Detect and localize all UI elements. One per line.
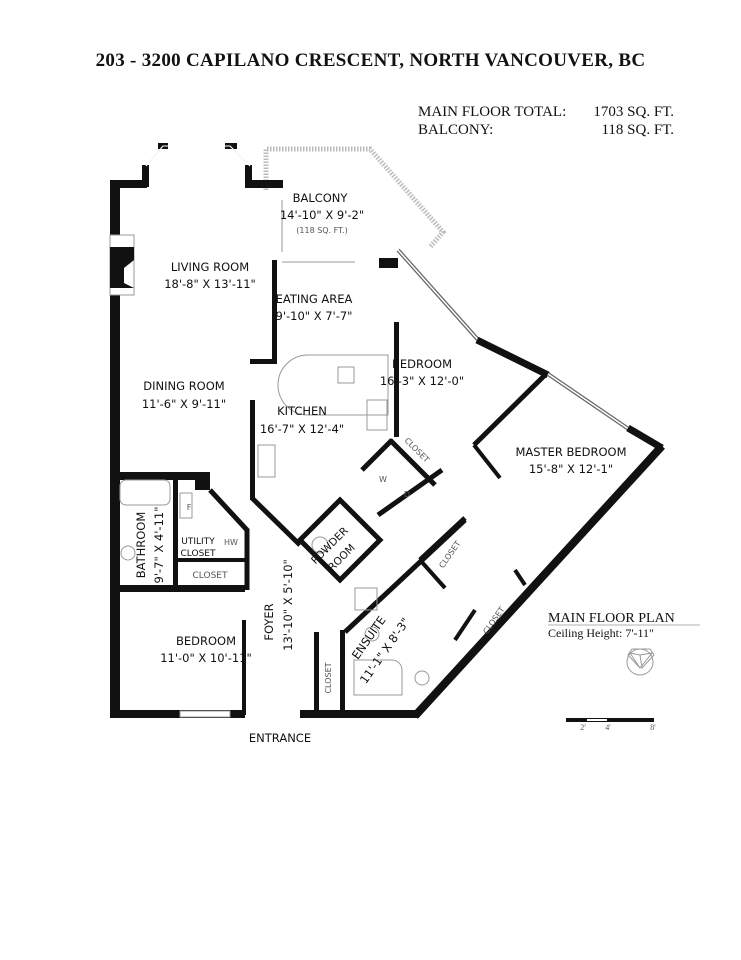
- ceiling-height: Ceiling Height: 7'-11": [548, 626, 654, 640]
- utility-closet-name-2: CLOSET: [181, 549, 216, 559]
- dryer-label: D: [404, 490, 410, 499]
- area-value: 1703 SQ. FT.: [593, 104, 674, 120]
- hot-water-label: HW: [224, 538, 238, 547]
- dining-room-dims: 11'-6" X 9'-11": [142, 397, 226, 411]
- balcony-area: (118 SQ. FT.): [296, 226, 347, 235]
- living-room-name: LIVING ROOM: [171, 260, 249, 274]
- bedroom-2-dims: 11'-0" X 10'-11": [160, 651, 252, 665]
- walls: [109, 143, 665, 719]
- scale-bar: 2' 4' 8': [566, 718, 656, 732]
- fixtures: [119, 354, 655, 696]
- plan-legend: MAIN FLOOR PLAN Ceiling Height: 7'-11": [548, 611, 700, 640]
- area-label: MAIN FLOOR TOTAL:: [418, 104, 567, 120]
- bedroom-2-name: BEDROOM: [176, 634, 236, 648]
- foyer-dims: 13'-10" X 5'-10": [281, 559, 295, 651]
- living-room-dims: 18'-8" X 13'-11": [164, 277, 256, 291]
- area-value: 118 SQ. FT.: [601, 122, 674, 138]
- balcony-total: BALCONY: 118 SQ. FT.: [418, 122, 674, 139]
- kitchen-dims: 16'-7" X 12'-4": [260, 422, 344, 436]
- closet-label: CLOSET: [193, 571, 228, 581]
- room-labels: BALCONY 14'-10" X 9'-2" (118 SQ. FT.) LI…: [134, 191, 627, 745]
- closet-label: CLOSET: [324, 662, 333, 693]
- master-bedroom-dims: 15'-8" X 12'-1": [529, 462, 613, 476]
- scale-tick: 4': [605, 723, 611, 732]
- eating-area-name: EATING AREA: [276, 292, 353, 306]
- kitchen-name: KITCHEN: [277, 404, 327, 418]
- property-address-title: 203 - 3200 CAPILANO CRESCENT, NORTH VANC…: [95, 50, 646, 71]
- entrance-label: ENTRANCE: [249, 731, 311, 745]
- bathroom-dims: 9'-7" X 4'-11": [152, 507, 166, 584]
- area-label: BALCONY:: [418, 122, 494, 138]
- balcony-railing: [263, 146, 447, 249]
- furnace-label: F: [187, 503, 192, 512]
- main-floor-total: MAIN FLOOR TOTAL: 1703 SQ. FT.: [418, 104, 674, 121]
- bedroom-name: BEDROOM: [392, 357, 452, 371]
- foyer-name: FOYER: [262, 603, 276, 640]
- plan-name: MAIN FLOOR PLAN: [548, 611, 675, 626]
- master-bedroom-name: MASTER BEDROOM: [515, 445, 626, 459]
- bathroom-name: BATHROOM: [134, 512, 148, 579]
- dining-room-name: DINING ROOM: [143, 379, 224, 393]
- balcony-name: BALCONY: [293, 191, 349, 205]
- eating-area-dims: 9'-10" X 7'-7": [276, 309, 353, 323]
- scale-tick: 2': [580, 723, 586, 732]
- scale-tick: 8': [650, 723, 656, 732]
- balcony-dims: 14'-10" X 9'-2": [280, 208, 364, 222]
- utility-closet-name: UTILITY: [181, 537, 215, 547]
- washer-label: W: [379, 475, 387, 484]
- bedroom-dims: 16'-3" X 12'-0": [380, 374, 464, 388]
